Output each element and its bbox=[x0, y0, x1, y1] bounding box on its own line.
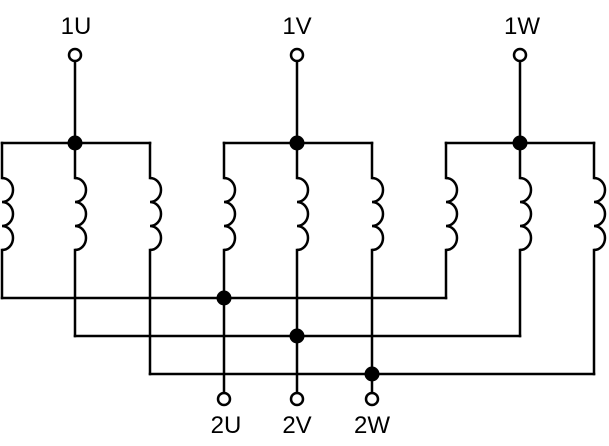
terminal-label-1v: 1V bbox=[282, 13, 311, 40]
terminal-label-2w: 2W bbox=[354, 412, 390, 439]
coil-w1 bbox=[445, 176, 459, 252]
coil-u2 bbox=[74, 176, 88, 252]
junction-dot-2w bbox=[364, 366, 380, 382]
junction-dot-1v bbox=[289, 135, 305, 151]
junction-dot-1w bbox=[512, 135, 528, 151]
terminal-2w bbox=[364, 391, 380, 407]
coil-w3 bbox=[593, 176, 607, 252]
terminal-label-2v: 2V bbox=[282, 412, 311, 439]
junction-dot-2v bbox=[289, 328, 305, 344]
terminal-1v bbox=[289, 47, 305, 63]
terminal-1u bbox=[67, 47, 83, 63]
junction-dot-2u bbox=[216, 290, 232, 306]
terminal-label-2u: 2U bbox=[211, 412, 242, 439]
coil-group-u bbox=[0, 141, 163, 376]
coil-v2 bbox=[296, 176, 310, 252]
terminal-label-1w: 1W bbox=[504, 13, 540, 40]
terminal-label-1u: 1U bbox=[61, 13, 92, 40]
terminal-2v bbox=[289, 391, 305, 407]
coil-group-v bbox=[222, 141, 385, 395]
coil-u1 bbox=[1, 176, 15, 252]
coil-v1 bbox=[223, 176, 237, 252]
terminal-2u bbox=[216, 391, 232, 407]
terminal-1w bbox=[512, 47, 528, 63]
coil-v3 bbox=[371, 176, 385, 252]
coil-group-w bbox=[444, 141, 607, 376]
coil-w2 bbox=[519, 176, 533, 252]
junction-dot-1u bbox=[67, 135, 83, 151]
coil-u3 bbox=[149, 176, 163, 252]
